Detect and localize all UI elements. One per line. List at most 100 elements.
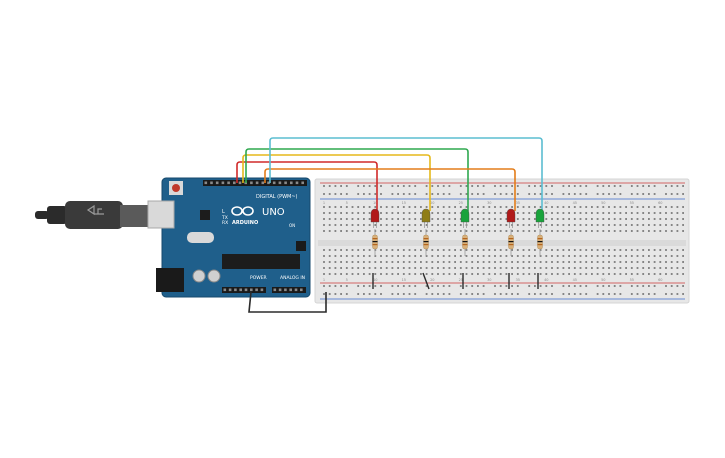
- breadboard-hole[interactable]: [414, 261, 417, 263]
- led[interactable]: [460, 208, 470, 223]
- rail-hole[interactable]: [648, 193, 650, 195]
- breadboard-hole[interactable]: [334, 267, 337, 269]
- breadboard-hole[interactable]: [488, 230, 491, 232]
- breadboard-hole[interactable]: [374, 261, 377, 263]
- breadboard-hole[interactable]: [556, 261, 559, 263]
- breadboard-hole[interactable]: [323, 267, 325, 269]
- breadboard-hole[interactable]: [345, 267, 348, 269]
- breadboard-hole[interactable]: [665, 261, 667, 263]
- rail-hole[interactable]: [465, 293, 468, 295]
- breadboard-hole[interactable]: [539, 224, 542, 226]
- breadboard-hole[interactable]: [516, 273, 519, 275]
- breadboard-hole[interactable]: [630, 255, 633, 257]
- breadboard-hole[interactable]: [340, 255, 342, 257]
- power-pin[interactable]: [223, 288, 227, 292]
- breadboard-hole[interactable]: [448, 273, 451, 275]
- breadboard-hole[interactable]: [442, 267, 445, 269]
- breadboard-hole[interactable]: [488, 261, 491, 263]
- rail-hole[interactable]: [328, 285, 331, 287]
- breadboard-hole[interactable]: [568, 273, 570, 275]
- breadboard-hole[interactable]: [340, 273, 342, 275]
- breadboard-hole[interactable]: [391, 218, 394, 220]
- breadboard-hole[interactable]: [636, 218, 639, 220]
- breadboard-hole[interactable]: [334, 249, 337, 251]
- breadboard-hole[interactable]: [340, 249, 342, 251]
- rail-hole[interactable]: [471, 293, 474, 295]
- breadboard-hole[interactable]: [465, 261, 468, 263]
- breadboard-hole[interactable]: [648, 212, 650, 214]
- breadboard-hole[interactable]: [385, 212, 388, 214]
- breadboard-hole[interactable]: [648, 255, 650, 257]
- rail-hole[interactable]: [516, 193, 519, 195]
- breadboard-hole[interactable]: [613, 224, 616, 226]
- rail-hole[interactable]: [511, 293, 513, 295]
- rail-hole[interactable]: [505, 285, 508, 287]
- breadboard-hole[interactable]: [402, 218, 405, 220]
- breadboard-hole[interactable]: [442, 230, 445, 232]
- breadboard-hole[interactable]: [608, 206, 610, 208]
- breadboard-hole[interactable]: [505, 255, 508, 257]
- breadboard-hole[interactable]: [642, 206, 645, 208]
- breadboard-hole[interactable]: [499, 218, 502, 220]
- breadboard-hole[interactable]: [345, 230, 348, 232]
- rail-hole[interactable]: [402, 293, 405, 295]
- breadboard-hole[interactable]: [505, 206, 508, 208]
- breadboard-hole[interactable]: [516, 267, 519, 269]
- breadboard-hole[interactable]: [420, 206, 422, 208]
- rail-hole[interactable]: [682, 193, 684, 195]
- breadboard-hole[interactable]: [437, 230, 439, 232]
- breadboard-hole[interactable]: [522, 273, 525, 275]
- rail-hole[interactable]: [573, 293, 576, 295]
- breadboard-hole[interactable]: [437, 261, 439, 263]
- breadboard-hole[interactable]: [602, 224, 605, 226]
- breadboard-hole[interactable]: [551, 230, 553, 232]
- rail-hole[interactable]: [408, 185, 411, 187]
- breadboard-hole[interactable]: [334, 230, 337, 232]
- breadboard-hole[interactable]: [613, 273, 616, 275]
- breadboard-hole[interactable]: [420, 255, 422, 257]
- led-resistor-circuits[interactable]: [370, 208, 545, 290]
- breadboard-hole[interactable]: [665, 267, 667, 269]
- breadboard-hole[interactable]: [505, 273, 508, 275]
- rail-hole[interactable]: [323, 193, 325, 195]
- breadboard-hole[interactable]: [363, 212, 365, 214]
- breadboard-hole[interactable]: [562, 212, 565, 214]
- breadboard-hole[interactable]: [425, 255, 428, 257]
- breadboard-hole[interactable]: [676, 218, 679, 220]
- breadboard-hole[interactable]: [562, 255, 565, 257]
- breadboard-hole[interactable]: [499, 224, 502, 226]
- breadboard-hole[interactable]: [459, 249, 462, 251]
- rail-hole[interactable]: [459, 293, 462, 295]
- breadboard-hole[interactable]: [568, 230, 570, 232]
- breadboard-hole[interactable]: [414, 224, 417, 226]
- breadboard-hole[interactable]: [323, 206, 325, 208]
- breadboard-hole[interactable]: [448, 218, 451, 220]
- breadboard-hole[interactable]: [653, 267, 656, 269]
- rail-hole[interactable]: [442, 193, 445, 195]
- breadboard-hole[interactable]: [545, 206, 548, 208]
- breadboard-hole[interactable]: [408, 261, 411, 263]
- rail-hole[interactable]: [323, 293, 325, 295]
- breadboard-hole[interactable]: [619, 273, 622, 275]
- breadboard-hole[interactable]: [357, 230, 360, 232]
- breadboard-hole[interactable]: [477, 267, 479, 269]
- rail-hole[interactable]: [596, 293, 599, 295]
- rail-hole[interactable]: [516, 185, 519, 187]
- breadboard-hole[interactable]: [323, 249, 325, 251]
- signal-wires[interactable]: [236, 137, 543, 211]
- breadboard-hole[interactable]: [591, 206, 593, 208]
- rail-hole[interactable]: [499, 185, 502, 187]
- rail-hole[interactable]: [328, 193, 331, 195]
- breadboard-hole[interactable]: [431, 267, 434, 269]
- breadboard-hole[interactable]: [414, 218, 417, 220]
- breadboard-hole[interactable]: [562, 224, 565, 226]
- rail-hole[interactable]: [648, 293, 650, 295]
- rail-hole[interactable]: [608, 293, 610, 295]
- breadboard-hole[interactable]: [414, 267, 417, 269]
- breadboard-hole[interactable]: [522, 261, 525, 263]
- rail-hole[interactable]: [391, 285, 394, 287]
- rail-hole[interactable]: [482, 185, 485, 187]
- rail-hole[interactable]: [511, 193, 513, 195]
- breadboard-hole[interactable]: [568, 249, 570, 251]
- breadboard-hole[interactable]: [357, 267, 360, 269]
